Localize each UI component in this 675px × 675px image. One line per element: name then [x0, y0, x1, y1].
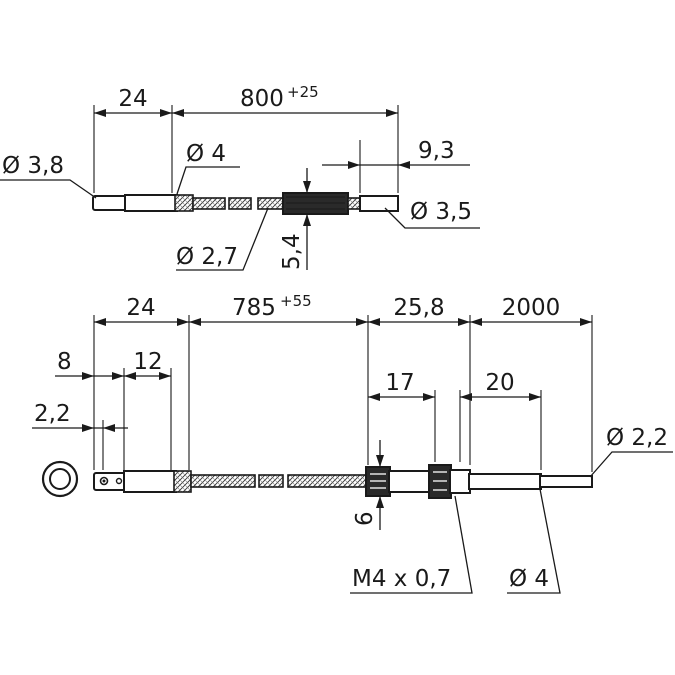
top-probe-sleeve	[124, 194, 178, 212]
bottom-braid-2	[258, 474, 284, 488]
end-view-ring-inner	[49, 468, 71, 490]
bottom-dim-2-2-label: 2,2	[34, 401, 71, 427]
top-sleeve-knurl	[174, 194, 194, 212]
bottom-thread	[388, 470, 431, 493]
bottom-tube	[468, 473, 542, 490]
bottom-braid-3	[287, 474, 369, 488]
bottom-dia-2-2-label: Ø 2,2	[606, 425, 668, 451]
bottom-dim-8-label: 8	[57, 349, 72, 375]
bottom-sleeve-knurl	[173, 470, 192, 493]
bottom-fiber	[539, 475, 593, 488]
bottom-dim-785-label: 785	[232, 295, 276, 321]
top-dia-4-label: Ø 4	[186, 141, 226, 167]
bottom-probe-sleeve	[123, 470, 177, 493]
top-cable	[92, 192, 399, 215]
bottom-dim-12-label: 12	[133, 349, 162, 375]
bottom-view: 24 785 +55 25,8 2000 8 12 2,2 17 20 Ø 2,…	[32, 292, 673, 594]
top-braid-3	[257, 197, 285, 210]
top-dim-5-4-label: 5,4	[279, 233, 305, 270]
bottom-dim-24-label: 24	[126, 295, 155, 321]
bottom-dia-4-label: Ø 4	[509, 566, 549, 592]
top-braid-2	[228, 197, 252, 210]
top-dia-2-7-label: Ø 2,7	[176, 244, 238, 270]
bottom-braid-1	[190, 474, 256, 488]
top-braid-1	[192, 197, 226, 210]
top-end-sleeve	[359, 195, 399, 212]
bottom-cable	[93, 464, 593, 499]
bottom-dim-785-tolerance: +55	[280, 292, 312, 310]
top-dia-3-8-label: Ø 3,8	[2, 153, 64, 179]
top-probe-tip	[92, 195, 128, 211]
bottom-collar	[449, 469, 471, 494]
bottom-dim-25-8-label: 25,8	[393, 295, 444, 321]
bottom-dim-6-label: 6	[352, 511, 378, 526]
bottom-dim-20-label: 20	[485, 370, 514, 396]
bottom-dim-17-label: 17	[385, 370, 414, 396]
top-view: 24 800 +25 9,3 Ø 3,8 Ø 4 Ø 3,5 Ø 2,7 5,4	[0, 83, 480, 271]
top-dim-24-label: 24	[118, 86, 147, 112]
top-dia-3-5-label: Ø 3,5	[410, 199, 472, 225]
top-dim-800-label: 800	[240, 86, 284, 112]
bottom-dim-2000-label: 2000	[502, 295, 561, 321]
bottom-thread-label: M4 x 0,7	[352, 566, 451, 592]
top-dim-800-tolerance: +25	[287, 83, 319, 101]
top-dim-9-3-label: 9,3	[418, 138, 455, 164]
